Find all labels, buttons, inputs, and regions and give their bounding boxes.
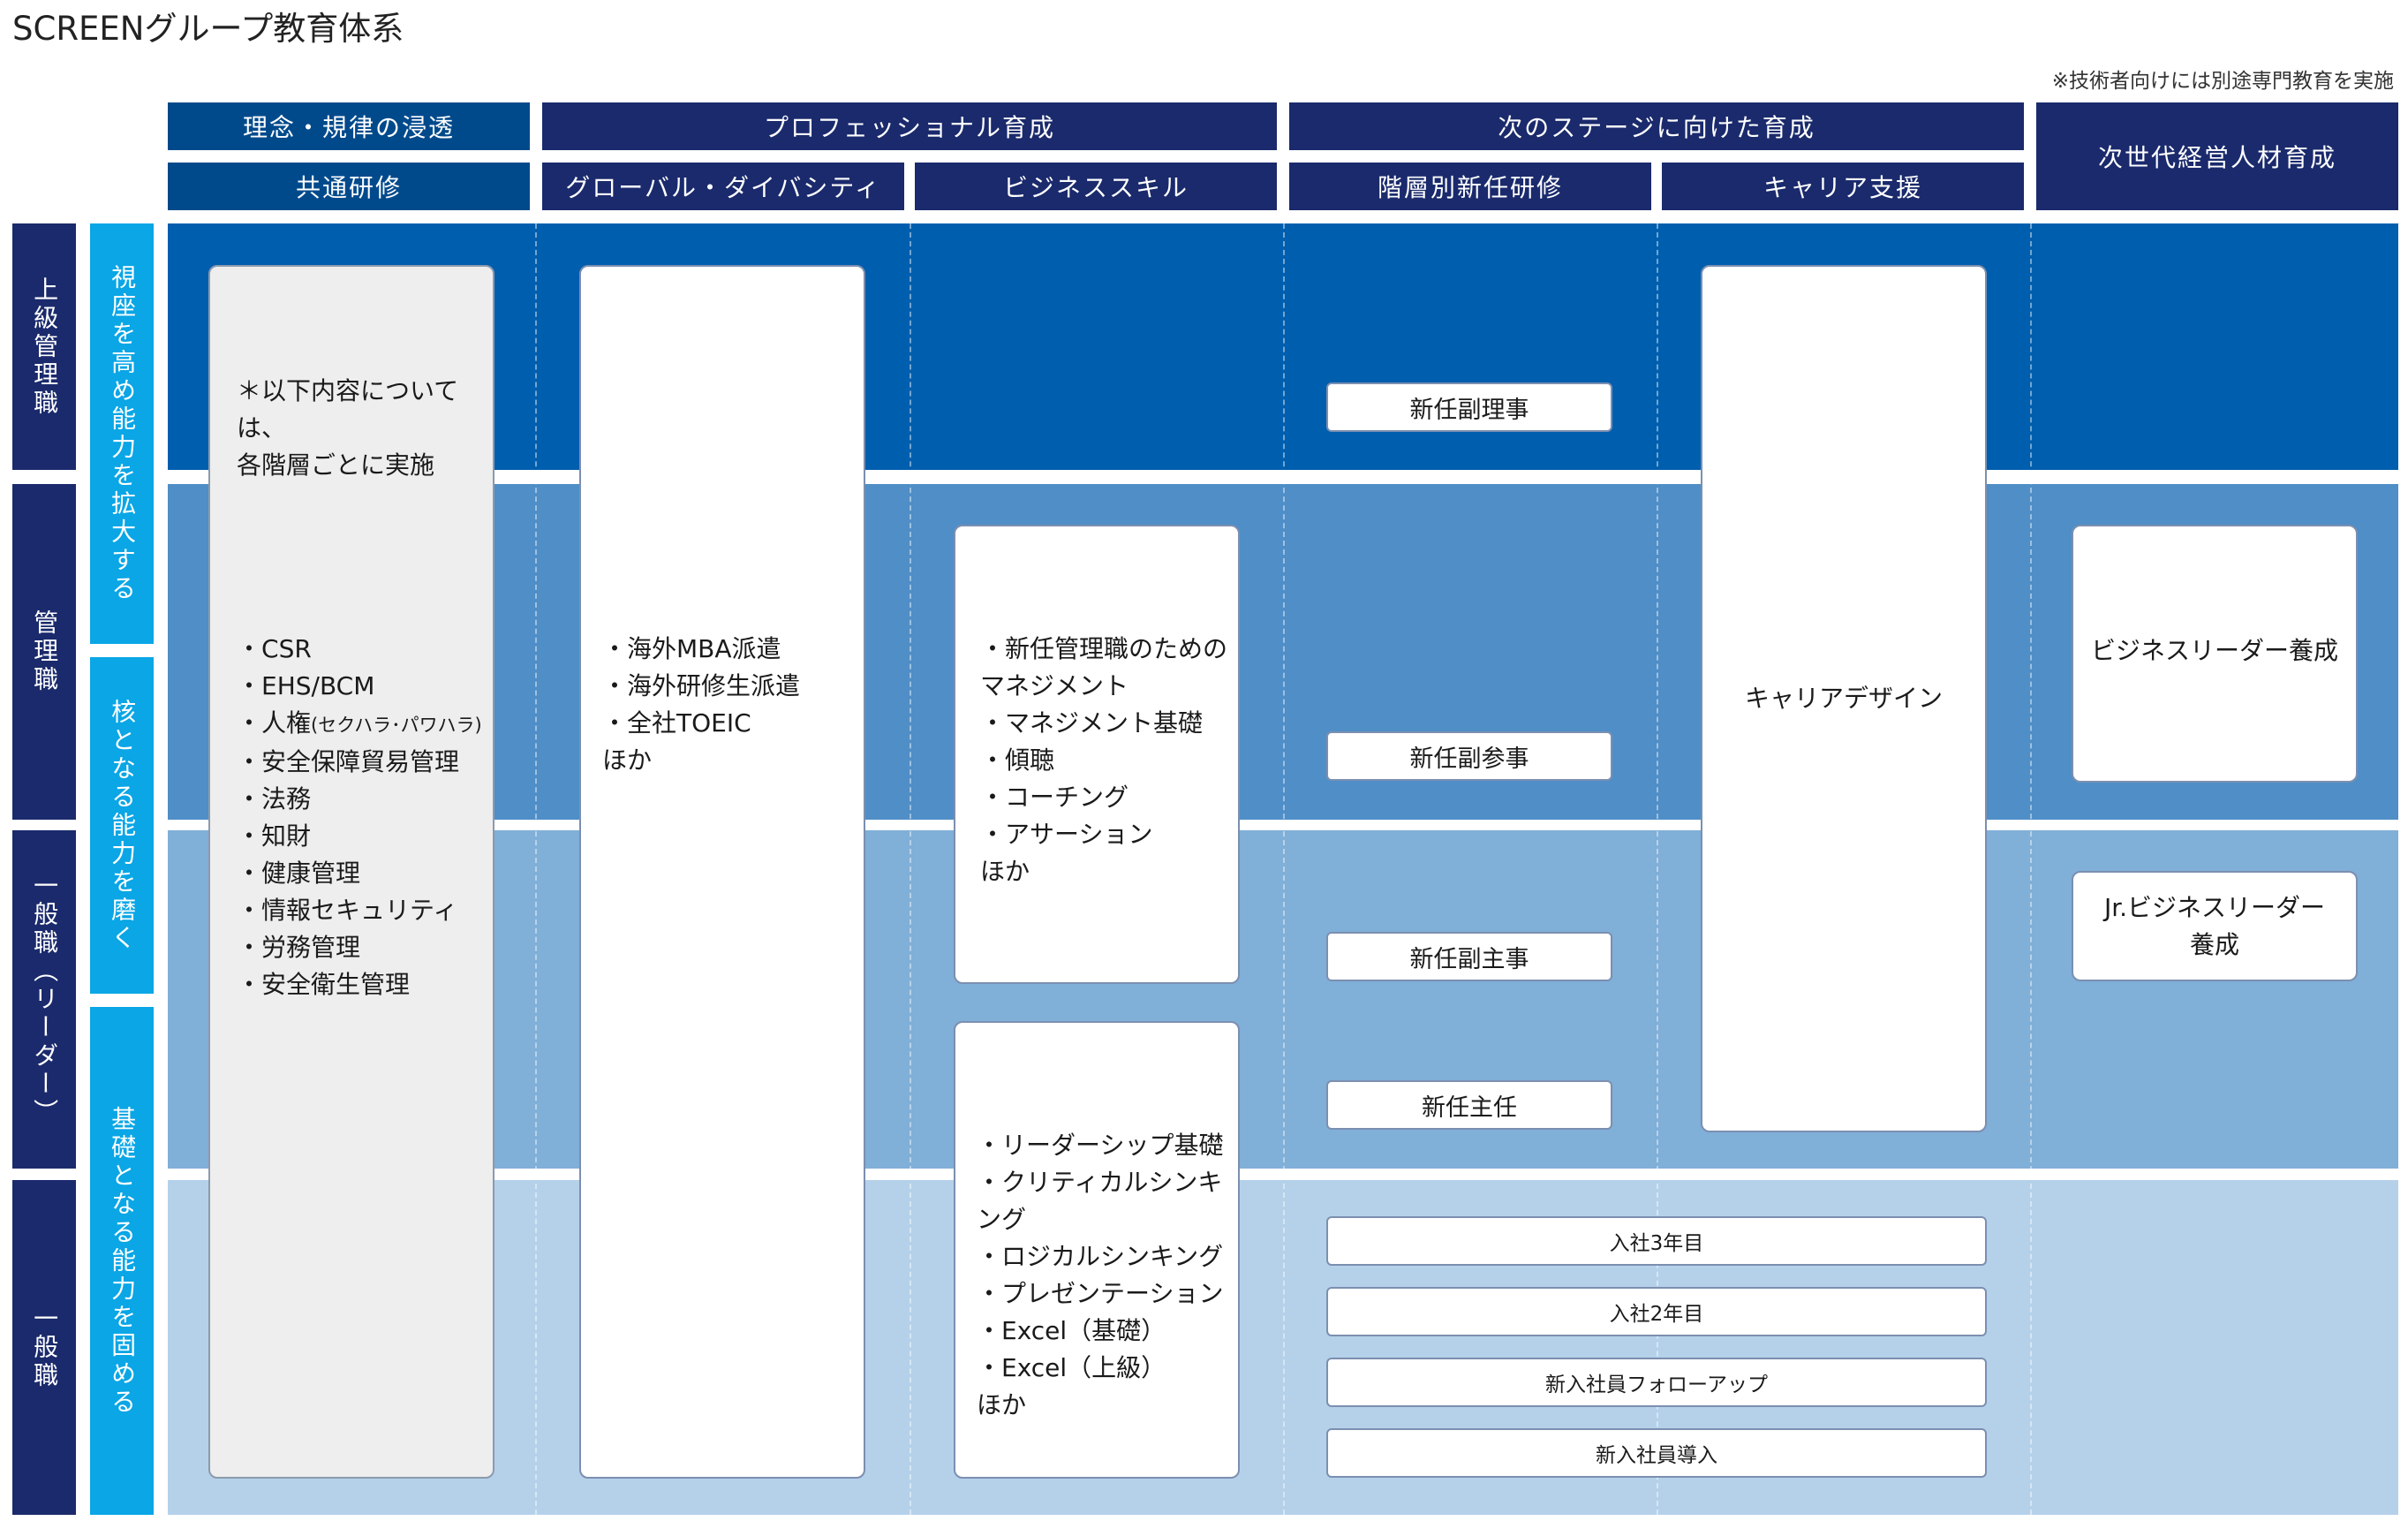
column-divider <box>910 223 911 1515</box>
column-divider <box>1657 223 1658 1515</box>
subheader-common: 共通研修 <box>168 163 530 210</box>
column-divider <box>1283 223 1285 1515</box>
band-general <box>168 1180 2398 1515</box>
business-skill-basic-content: リーダーシップ基礎 クリティカルシンキング ロジカルシンキング プレゼンテーショ… <box>977 1127 1238 1424</box>
subheader-career: キャリア支援 <box>1662 163 2024 210</box>
list-item: 安全保障貿易管理 <box>237 744 493 781</box>
list-item: EHS/BCM <box>237 668 493 705</box>
band-management <box>168 484 2398 820</box>
new-deputy-counselor-pill: 新任副参事 <box>1326 731 1612 781</box>
list-item: クリティカルシンキング <box>977 1164 1238 1238</box>
level-management: 管理職 <box>12 484 76 820</box>
new-deputy-chief-pill: 新任副主事 <box>1326 932 1612 981</box>
role-hone: 核となる能力を磨く <box>90 657 154 994</box>
list-item: 傾聴 <box>980 742 1236 779</box>
list-tail: ほか <box>602 745 653 775</box>
list-item: 海外MBA派遣 <box>602 631 858 668</box>
subheader-business: ビジネススキル <box>915 163 1277 210</box>
role-label: 視座を高め能力を拡大する <box>108 264 138 603</box>
level-label: 管理職 <box>30 609 60 694</box>
global-diversity-content: 海外MBA派遣 海外研修生派遣 全社TOEIC ほか <box>602 631 858 779</box>
column-divider <box>2030 223 2032 1515</box>
list-item: 法務 <box>237 781 493 818</box>
list-item: コーチング <box>980 779 1236 816</box>
business-skill-management-list: 新任管理職のための マネジメント マネジメント基礎 傾聴 コーチング アサーショ… <box>980 631 1252 853</box>
business-leader-card: ビジネスリーダー養成 <box>2072 525 2358 783</box>
list-item: プレゼンテーション <box>977 1275 1238 1313</box>
band-general-leader <box>168 830 2398 1169</box>
role-label: 核となる能力を磨く <box>108 698 138 953</box>
list-tail: ほか <box>977 1390 1027 1419</box>
band-senior-management <box>168 223 2398 470</box>
list-item: 人権(セクハラ･パワハラ) <box>237 705 493 744</box>
joined-year2-pill: 入社2年目 <box>1326 1287 1987 1336</box>
list-item: 安全衛生管理 <box>237 966 493 1003</box>
global-diversity-list: 海外MBA派遣 海外研修生派遣 全社TOEIC <box>602 631 858 742</box>
header-philosophy: 理念・規律の浸透 <box>168 102 530 150</box>
list-item: CSR <box>237 631 493 668</box>
list-item: Excel（上級） <box>977 1350 1238 1387</box>
new-lead-pill: 新任主任 <box>1326 1080 1612 1130</box>
new-employee-followup-pill: 新入社員フォローアップ <box>1326 1358 1987 1407</box>
list-item: 海外研修生派遣 <box>602 668 858 705</box>
list-item: 新任管理職のための マネジメント <box>980 631 1252 705</box>
role-expand: 視座を高め能力を拡大する <box>90 223 154 644</box>
new-deputy-director-pill: 新任副理事 <box>1326 382 1612 432</box>
header-professional: プロフェッショナル育成 <box>542 102 1277 150</box>
subheader-global: グローバル・ダイバシティ <box>542 163 904 210</box>
list-item: Excel（基礎） <box>977 1313 1238 1350</box>
level-general: 一般職 <box>12 1180 76 1515</box>
header-next-stage: 次のステージに向けた育成 <box>1289 102 2024 150</box>
business-skill-basic-card: リーダーシップ基礎 クリティカルシンキング ロジカルシンキング プレゼンテーショ… <box>954 1021 1240 1479</box>
common-training-note: ＊以下内容については、 各階層ごとに実施 <box>237 376 459 480</box>
level-general-leader: 一般職（リーダー） <box>12 830 76 1169</box>
subheader-tiered: 階層別新任研修 <box>1289 163 1651 210</box>
level-label: 一般職 <box>30 1305 60 1390</box>
list-item: リーダーシップ基礎 <box>977 1127 1238 1164</box>
common-training-list: CSR EHS/BCM 人権(セクハラ･パワハラ) 安全保障貿易管理 法務 知財… <box>237 631 493 1003</box>
common-training-card: ＊以下内容については、 各階層ごとに実施 CSR EHS/BCM 人権(セクハラ… <box>208 265 494 1479</box>
business-skill-management-content: 新任管理職のための マネジメント マネジメント基礎 傾聴 コーチング アサーショ… <box>980 631 1252 890</box>
list-item: 全社TOEIC <box>602 705 858 742</box>
jr-business-leader-card: Jr.ビジネスリーダー 養成 <box>2072 871 2358 981</box>
business-skill-management-card: 新任管理職のための マネジメント マネジメント基礎 傾聴 コーチング アサーショ… <box>954 525 1252 984</box>
item-note: (セクハラ･パワハラ) <box>311 715 482 736</box>
list-item: 知財 <box>237 818 493 855</box>
level-senior-management: 上級管理職 <box>12 223 76 470</box>
list-item: 情報セキュリティ <box>237 892 493 929</box>
footnote: ※技術者向けには別途専門教育を実施 <box>2051 70 2394 93</box>
role-label: 基礎となる能力を固める <box>108 1105 138 1417</box>
list-item: マネジメント基礎 <box>980 705 1236 742</box>
level-label: 一般職（リーダー） <box>30 872 60 1127</box>
header-executive: 次世代経営人材育成 <box>2036 102 2398 210</box>
list-tail: ほか <box>980 857 1030 886</box>
list-item: 健康管理 <box>237 855 493 892</box>
page-title: SCREENグループ教育体系 <box>12 10 404 48</box>
business-skill-basic-list: リーダーシップ基礎 クリティカルシンキング ロジカルシンキング プレゼンテーショ… <box>977 1127 1238 1387</box>
list-item: ロジカルシンキング <box>977 1238 1238 1275</box>
new-employee-intro-pill: 新入社員導入 <box>1326 1428 1987 1478</box>
column-divider <box>535 223 537 1515</box>
joined-year3-pill: 入社3年目 <box>1326 1216 1987 1266</box>
role-foundation: 基礎となる能力を固める <box>90 1007 154 1515</box>
global-diversity-card: 海外MBA派遣 海外研修生派遣 全社TOEIC ほか <box>579 265 865 1479</box>
career-design-card: キャリアデザイン <box>1701 265 1987 1132</box>
list-item: アサーション <box>980 816 1236 853</box>
business-leader-label: ビジネスリーダー養成 <box>2090 636 2338 665</box>
level-label: 上級管理職 <box>30 276 60 418</box>
list-item: 労務管理 <box>237 929 493 966</box>
